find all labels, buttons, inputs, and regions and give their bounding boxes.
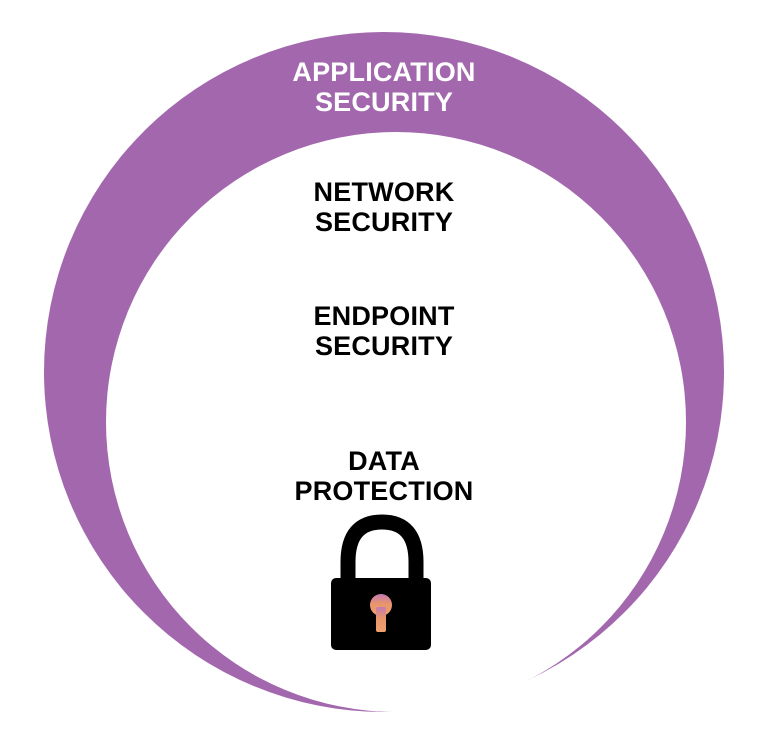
network-security-line2: SECURITY — [314, 207, 454, 237]
network-security-label: NETWORK SECURITY — [0, 177, 768, 237]
endpoint-security-line2: SECURITY — [314, 331, 454, 361]
data-protection-line1: DATA — [348, 446, 420, 476]
padlock-icon — [331, 514, 431, 650]
endpoint-security-line1: ENDPOINT — [313, 301, 455, 331]
data-protection-label: DATA PROTECTION — [0, 446, 768, 506]
padlock-shackle — [340, 514, 424, 582]
data-protection-line2: PROTECTION — [294, 476, 474, 506]
application-security-line1: APPLICATION — [292, 57, 476, 87]
inner-security-circle — [106, 132, 686, 712]
application-security-line2: SECURITY — [314, 87, 454, 117]
application-security-label: APPLICATION SECURITY — [0, 57, 768, 117]
keyhole-circle — [370, 594, 392, 616]
endpoint-security-label: ENDPOINT SECURITY — [0, 301, 768, 361]
network-security-line1: NETWORK — [313, 177, 455, 207]
keyhole-slot — [376, 607, 386, 632]
